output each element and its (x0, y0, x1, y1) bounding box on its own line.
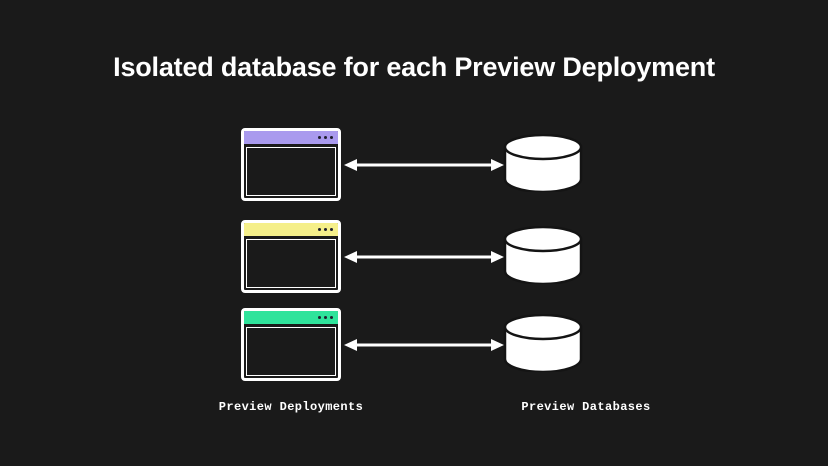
database-cylinder-icon (503, 133, 583, 194)
preview-deployment-window-3[interactable] (241, 308, 341, 381)
window-dots (318, 316, 333, 319)
diagram-row (0, 220, 828, 294)
connector-arrow-3 (344, 338, 504, 352)
caption-preview-databases: Preview Databases (521, 400, 651, 414)
diagram-row (0, 128, 828, 202)
window-dot-icon (324, 316, 327, 319)
window-dots (318, 136, 333, 139)
window-titlebar (244, 131, 338, 144)
double-arrow-icon (344, 251, 504, 263)
preview-database-2[interactable] (503, 225, 583, 286)
preview-deployment-window-2[interactable] (241, 220, 341, 293)
window-content-area (246, 327, 336, 376)
double-arrow-icon (344, 159, 504, 171)
window-dots (318, 228, 333, 231)
window-content-area (246, 239, 336, 288)
window-dot-icon (318, 316, 321, 319)
database-cylinder-icon (503, 313, 583, 374)
window-titlebar (244, 311, 338, 324)
window-dot-icon (330, 228, 333, 231)
window-content-area (246, 147, 336, 196)
window-dot-icon (324, 228, 327, 231)
preview-database-1[interactable] (503, 133, 583, 194)
window-dot-icon (330, 136, 333, 139)
connector-arrow-2 (344, 250, 504, 264)
window-titlebar (244, 223, 338, 236)
double-arrow-icon (344, 339, 504, 351)
window-dot-icon (318, 136, 321, 139)
window-dot-icon (324, 136, 327, 139)
preview-database-3[interactable] (503, 313, 583, 374)
preview-deployment-window-1[interactable] (241, 128, 341, 201)
window-dot-icon (330, 316, 333, 319)
diagram-row (0, 308, 828, 382)
caption-preview-deployments: Preview Deployments (218, 400, 364, 414)
page-title: Isolated database for each Preview Deplo… (113, 52, 715, 82)
database-cylinder-icon (503, 225, 583, 286)
window-dot-icon (318, 228, 321, 231)
connector-arrow-1 (344, 158, 504, 172)
